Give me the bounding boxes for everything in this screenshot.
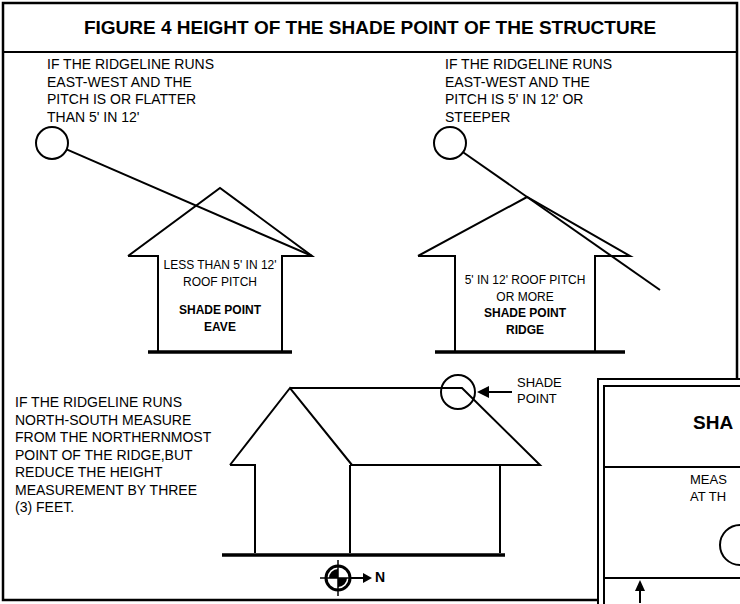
house-shape: 5' IN 12' ROOF PITCH OR MORESHADE POINT … [418, 195, 632, 354]
inset-heading: SHA [693, 412, 740, 434]
inset-arrow [639, 590, 641, 603]
shade-circle [720, 525, 740, 565]
condition-note: IF THE RIDGELINE RUNS EAST-WEST AND THE … [47, 56, 227, 126]
sun-line [463, 152, 660, 290]
arrowhead [477, 386, 489, 398]
condition-note: IF THE RIDGELINE RUNS NORTH-SOUTH MEASUR… [15, 394, 215, 517]
ground-line [222, 553, 505, 557]
figure-frame [3, 3, 737, 600]
shade-circle [434, 127, 466, 159]
house-outline [230, 388, 540, 553]
arrowhead [635, 580, 645, 591]
north-label: N [375, 569, 395, 587]
shade-circle [441, 375, 475, 409]
sun-line [67, 149, 312, 256]
inset-rule [604, 466, 740, 468]
condition-note: IF THE RIDGELINE RUNS EAST-WEST AND THE … [445, 56, 625, 126]
inset-line [604, 577, 740, 579]
inset-box: SHA MEAS AT TH [597, 378, 740, 604]
shade-circle [36, 127, 68, 159]
shade-point-name: SHADE POINT EAVE [170, 302, 270, 336]
house-shape: LESS THAN 5' IN 12' ROOF PITCH SHADE POIN… [128, 186, 314, 354]
compass-quadrants [329, 569, 347, 587]
pitch-note: LESS THAN 5' IN 12' ROOF PITCH [155, 257, 285, 291]
line-art [3, 3, 740, 604]
shade-point-name: SHADE POINT RIDGE [475, 305, 575, 339]
inset-note: MEAS AT TH [690, 471, 736, 505]
figure-title: FIGURE 4 HEIGHT OF THE SHADE POINT OF TH… [3, 3, 737, 52]
house-outline [128, 188, 312, 352]
leader-line [486, 391, 512, 393]
arrowhead [363, 573, 372, 583]
header-rule [3, 51, 737, 53]
compass-cross [320, 560, 350, 596]
callout-label: SHADE POINT [517, 375, 579, 407]
pitch-note: 5' IN 12' ROOF PITCH OR MORE [460, 272, 590, 306]
house-outline [418, 197, 630, 352]
